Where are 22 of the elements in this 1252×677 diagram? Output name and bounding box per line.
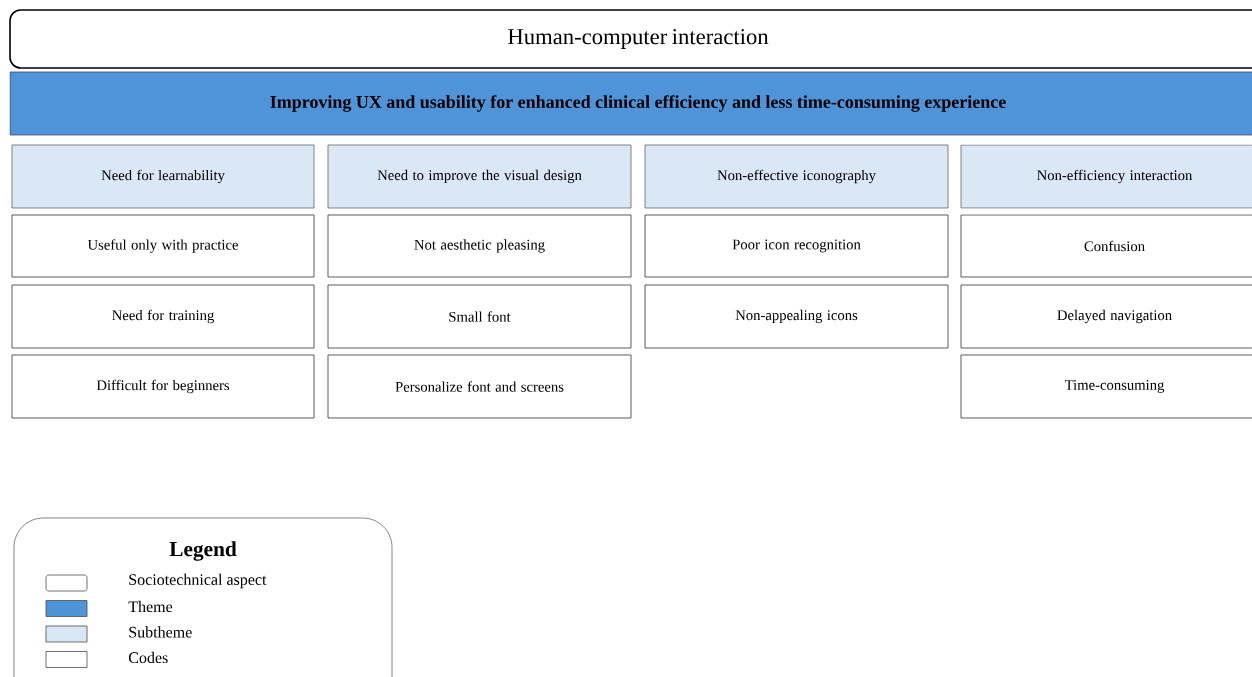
code-box: Need for training xyxy=(11,284,315,349)
subtheme-box: Non-efficiency interaction xyxy=(960,144,1252,209)
code-box: Difficult for beginners xyxy=(11,354,315,419)
code-box: Small font xyxy=(327,284,632,349)
subtheme-box: Need to improve the visual design xyxy=(327,144,632,209)
legend-label: Sociotechnical aspect xyxy=(129,573,267,589)
code-box: Delayed navigation xyxy=(960,284,1252,349)
code-box: Time-consuming xyxy=(960,354,1252,419)
title-box: Human-computer interaction xyxy=(9,9,1252,69)
legend-label: Codes xyxy=(128,651,168,664)
code-box: Confusion xyxy=(960,214,1252,278)
code-box: Personalize font and screens xyxy=(327,354,632,419)
code-box: Not aesthetic pleasing xyxy=(327,214,632,278)
legend-label: Subtheme xyxy=(129,626,192,638)
code-box: Non-appealing icons xyxy=(644,284,949,349)
theme-banner: Improving UX and usability for enhanced clinical efficiency and less time-consuming experience xyxy=(9,71,1252,136)
subtheme-box: Need for learnability xyxy=(11,144,315,209)
code-box: Poor icon recognition xyxy=(644,214,949,278)
subtheme-box: Non-effective iconography xyxy=(644,144,949,209)
code-box: Useful only with practice xyxy=(11,214,315,278)
legend-title: Legend xyxy=(169,541,237,561)
legend-label: Theme xyxy=(128,600,173,613)
